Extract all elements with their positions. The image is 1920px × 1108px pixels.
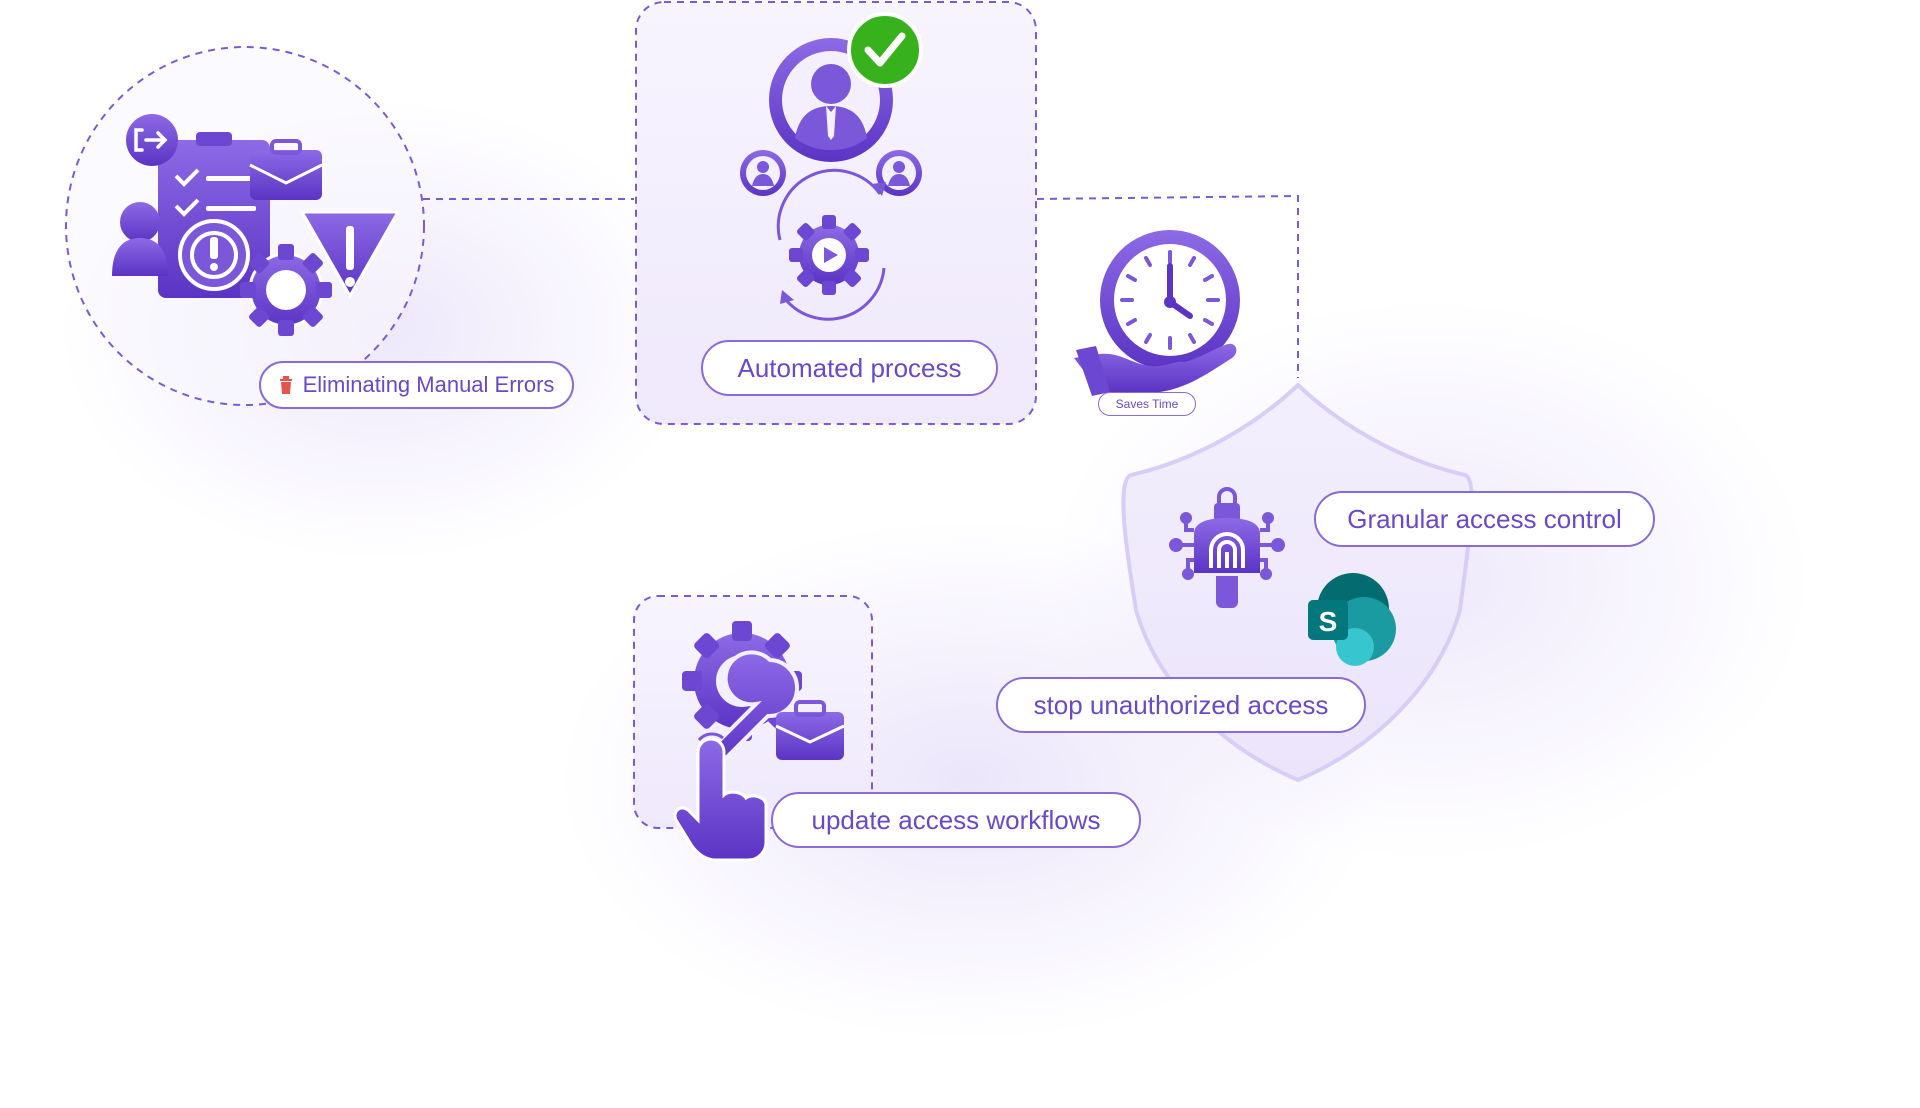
granular-access-control-text: Granular access control: [1347, 503, 1622, 534]
saves-time-text: Saves Time: [1115, 397, 1179, 411]
clock-hand-icon: [1074, 230, 1240, 396]
automated-process-text: Automated process: [737, 352, 962, 383]
gear-wrench-briefcase-icon: [673, 621, 845, 862]
granular-access-control-label: Granular access control: [1314, 491, 1655, 547]
svg-text:S: S: [1319, 606, 1338, 637]
saves-time-label: Saves Time: [1098, 392, 1196, 416]
error-checklist-icon: [112, 114, 401, 336]
connectors: [423, 194, 1299, 378]
automated-process-box: [635, 1, 1037, 425]
user-automation-icon: [740, 12, 923, 321]
stop-unauthorized-access-label: stop unauthorized access: [996, 677, 1366, 733]
eliminating-manual-errors-text: Eliminating Manual Errors: [302, 372, 555, 397]
automated-process-label: Automated process: [701, 340, 998, 396]
sharepoint-logo-icon: S: [1308, 573, 1396, 666]
update-access-workflows-text: update access workflows: [811, 804, 1101, 835]
connector-automated-shield: [1036, 194, 1299, 378]
stop-unauthorized-access-text: stop unauthorized access: [1033, 689, 1329, 720]
update-access-workflows-label: update access workflows: [771, 792, 1141, 848]
eliminating-manual-errors-label: Eliminating Manual Errors: [259, 361, 574, 409]
trash-icon: [279, 376, 292, 394]
fingerprint-lock-icon: [1169, 487, 1285, 608]
